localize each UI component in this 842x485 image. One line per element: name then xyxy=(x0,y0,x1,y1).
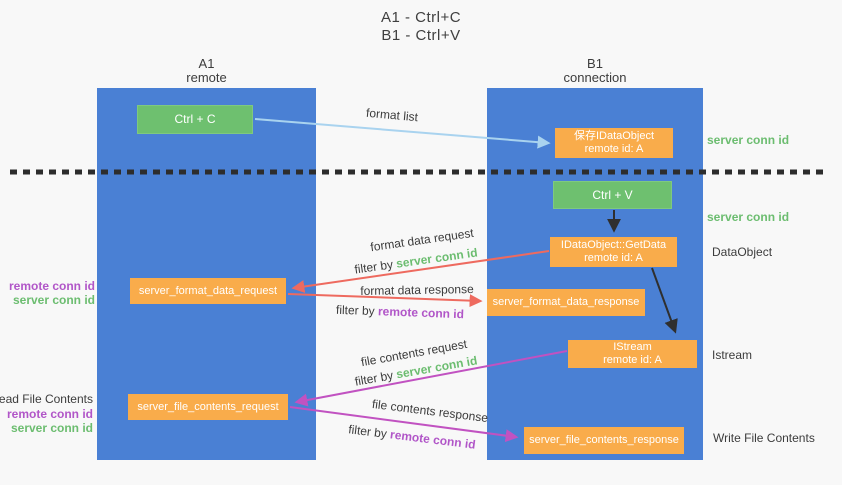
lifeline-header-b1: B1 connection xyxy=(487,57,703,85)
write-file-contents-label: Write File Contents xyxy=(713,431,815,445)
filter-key-remote-conn-id: remote conn id xyxy=(377,304,465,322)
istream-line1: IStream xyxy=(613,341,652,353)
lifeline-b1-name: B1 xyxy=(587,56,603,71)
diagram-title: A1 - Ctrl+C B1 - Ctrl+V xyxy=(0,9,842,45)
server-file-contents-response-label: server_file_contents_response xyxy=(529,434,679,446)
istream-box: IStream remote id: A xyxy=(568,340,697,368)
lifeline-a1-name: A1 xyxy=(198,56,215,71)
server-conn-id-label-format: server conn id xyxy=(12,293,95,307)
remote-conn-id-label-format: remote conn id xyxy=(8,279,95,293)
dataobject-label: DataObject xyxy=(712,245,773,259)
server-format-data-response-box: server_format_data_response xyxy=(487,289,645,316)
ctrl-c-label: Ctrl + C xyxy=(174,112,216,126)
title-line-1: A1 - Ctrl+C xyxy=(380,9,462,26)
getdata-line2: remote id: A xyxy=(584,252,643,264)
server-file-contents-response-box: server_file_contents_response xyxy=(524,427,684,454)
arrow-getdata-to-istream xyxy=(651,267,678,334)
ctrl-c-box: Ctrl + C xyxy=(137,105,253,134)
server-format-data-request-box: server_format_data_request xyxy=(130,278,286,304)
save-dataobject-box: 保存IDataObject remote id: A xyxy=(555,128,673,158)
server-file-contents-request-label: server_file_contents_request xyxy=(137,400,279,413)
ctrl-v-box: Ctrl + V xyxy=(553,181,672,209)
istream-label: Istream xyxy=(712,348,753,362)
server-conn-id-label-copy: server conn id xyxy=(707,133,790,147)
server-format-data-response-label: server_format_data_response xyxy=(492,296,640,308)
server-file-contents-request-box: server_file_contents_request xyxy=(128,394,288,420)
istream-line2: remote id: A xyxy=(603,354,662,366)
read-file-contents-label: Read File Contents xyxy=(0,392,93,406)
arrow-file-contents-response xyxy=(289,406,519,443)
arrow-format-list xyxy=(254,118,551,149)
server-conn-id-label-file: server conn id xyxy=(10,421,93,435)
lifeline-a1-role: remote xyxy=(186,70,227,85)
ctrl-v-label: Ctrl + V xyxy=(592,187,633,202)
save-dataobject-line1: 保存IDataObject xyxy=(573,130,655,142)
arrow-file-contents-request xyxy=(294,350,568,407)
arrow-format-data-response xyxy=(287,293,483,308)
remote-conn-id-label-file: remote conn id xyxy=(6,407,93,421)
getdata-line1: IDataObject::GetData xyxy=(560,239,667,251)
format-data-response-label: format data response xyxy=(360,282,474,298)
filter-prefix: filter by xyxy=(335,302,375,319)
save-dataobject-line2: remote id: A xyxy=(584,143,644,155)
lifeline-header-a1: A1 remote xyxy=(97,57,316,85)
title-line-2: B1 - Ctrl+V xyxy=(381,27,461,44)
server-conn-id-label-paste: server conn id xyxy=(707,210,790,224)
arrow-format-data-request xyxy=(291,250,550,293)
lifeline-b1-role: connection xyxy=(563,70,627,85)
server-format-data-request-label: server_format_data_request xyxy=(138,284,278,297)
getdata-box: IDataObject::GetData remote id: A xyxy=(550,237,677,267)
